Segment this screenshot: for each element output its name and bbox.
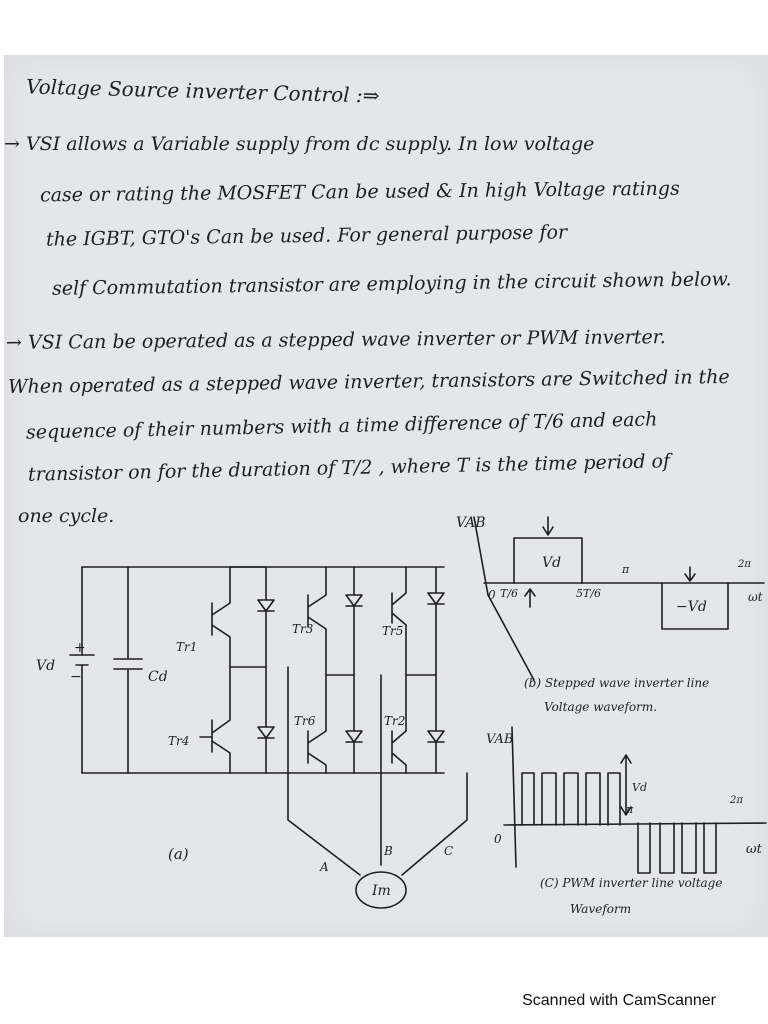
leg-3-upper-transistor xyxy=(391,566,407,676)
phase-label-a: A xyxy=(319,860,329,874)
transistor-label-5: Tr5 xyxy=(382,624,403,638)
leg-1-lower-transistor xyxy=(199,666,231,774)
stepped-wave-x-label: ωt xyxy=(748,590,763,604)
scanner-watermark: Scanned with CamScanner xyxy=(522,992,716,1009)
dc-source xyxy=(69,566,95,774)
leg-2-upper-diode xyxy=(345,566,363,676)
stepped-wave-origin: 0 xyxy=(488,588,496,602)
phase-label-b: B xyxy=(383,844,393,858)
leg-2-lower-diode xyxy=(345,674,363,774)
stepped-wave-caption-2: Voltage waveform. xyxy=(544,700,657,714)
leg-3-lower-transistor xyxy=(391,674,407,774)
leg-2-lower-transistor xyxy=(307,674,327,774)
circuit-caption: (a) xyxy=(168,845,189,863)
stepped-wave-negative-level: −Vd xyxy=(676,599,707,615)
stepped-wave-tick-2pi: 2π xyxy=(737,559,751,570)
dc-capacitor xyxy=(113,566,143,774)
text-line: one cycle. xyxy=(18,505,115,527)
stepped-wave-neg-arrow xyxy=(684,566,696,582)
leg-1-upper-transistor xyxy=(211,566,231,668)
text-line: → VSI allows a Variable supply from dc s… xyxy=(4,133,595,155)
transistor-label-4: Tr4 xyxy=(168,734,189,748)
leg-3-lower-diode xyxy=(427,674,445,774)
pwm-origin: 0 xyxy=(494,832,502,846)
stepped-wave-start-arrow xyxy=(524,588,536,608)
pwm-y-axis xyxy=(511,726,517,868)
pwm-x-label: ωt xyxy=(746,842,763,857)
leg-1-upper-diode xyxy=(229,566,275,668)
phase-c-wire xyxy=(401,772,468,876)
pwm-caption-2: Waveform xyxy=(570,902,631,916)
stepped-wave-tick-5t6: 5T/6 xyxy=(576,587,601,600)
circuit-and-waveforms-drawing: Vd + − Cd Tr1 Tr3 Tr5 Tr4 Tr6 Tr2 A B C … xyxy=(36,515,767,916)
pwm-y-label: VAB xyxy=(486,732,513,747)
leg-1-lower-diode xyxy=(257,666,275,774)
motor-label: Im xyxy=(371,883,391,899)
stepped-wave-caption-1: (b) Stepped wave inverter line xyxy=(524,676,709,690)
pwm-caption-1: (C) PWM inverter line voltage xyxy=(540,876,722,890)
pwm-negative-pulses xyxy=(637,822,717,874)
leg-2-upper-transistor xyxy=(307,566,327,676)
pwm-x-axis xyxy=(503,822,767,826)
scanned-page: Voltage Source inverter Control :⇒ → VSI… xyxy=(4,55,768,937)
source-plus: + xyxy=(74,640,86,656)
pwm-tick-pi: π xyxy=(625,803,634,816)
pwm-level-arrow xyxy=(620,754,632,816)
stepped-wave-positive-level: Vd xyxy=(542,555,561,571)
stepped-wave-y-axis xyxy=(473,516,535,681)
source-label: Vd xyxy=(36,658,55,674)
pwm-positive-pulses xyxy=(521,772,621,826)
stepped-wave-tick-pi: π xyxy=(621,563,630,576)
transistor-label-1: Tr1 xyxy=(176,640,197,654)
transistor-label-6: Tr6 xyxy=(294,714,316,728)
induction-motor xyxy=(355,871,407,909)
stepped-wave-waveform xyxy=(513,537,729,630)
stepped-wave-y-label: VAB xyxy=(456,515,486,531)
transistor-label-2: Tr2 xyxy=(384,714,405,728)
pwm-level-label: Vd xyxy=(632,781,647,794)
source-minus: − xyxy=(70,669,82,685)
phase-a-wire xyxy=(287,666,361,876)
stepped-wave-pulse-arrow xyxy=(542,516,554,536)
stepped-wave-tick-t6: T/6 xyxy=(500,587,518,600)
leg-3-upper-diode xyxy=(427,566,445,676)
capacitor-label: Cd xyxy=(148,669,168,685)
pwm-tick-2pi: 2π xyxy=(729,795,743,806)
phase-label-c: C xyxy=(444,844,453,858)
transistor-label-3: Tr3 xyxy=(292,622,314,636)
